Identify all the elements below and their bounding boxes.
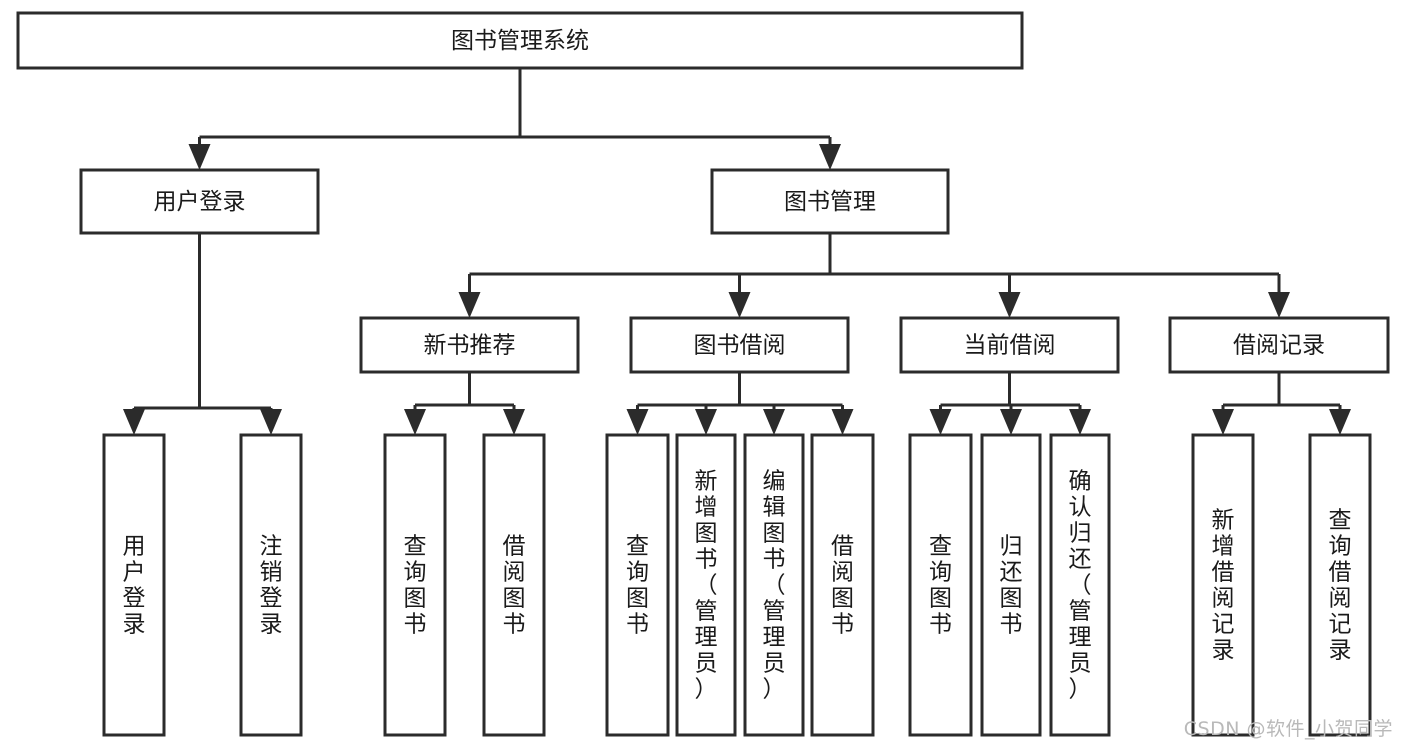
node-leaf-user-login[interactable]: 用户登录 [102,433,166,737]
node-label: 编辑图书（管理员） [763,468,786,702]
node-new-book-rec[interactable]: 新书推荐 [359,316,580,374]
node-book-manage[interactable]: 图书管理 [710,168,950,235]
arrow-head-icon [260,409,282,435]
node-box [675,433,737,737]
node-box [980,433,1042,737]
arrow-head-icon [1212,409,1234,435]
node-leaf-query-book-1[interactable]: 查询图书 [383,433,447,737]
node-leaf-query-record[interactable]: 查询借阅记录 [1308,433,1372,737]
node-label: 新增借阅记录 [1212,507,1235,663]
node-borrow-record[interactable]: 借阅记录 [1168,316,1390,374]
arrow-head-icon [1000,409,1022,435]
node-label: 用户登录 [154,189,246,215]
node-box [16,11,1024,70]
arrow-head-icon [188,144,211,170]
node-label: 借阅记录 [1233,333,1325,359]
node-label: 查询图书 [404,533,427,637]
node-label: 查询图书 [929,533,952,637]
node-label: 图书管理系统 [451,28,589,54]
node-leaf-borrow-book-2[interactable]: 借阅图书 [810,433,875,737]
node-label: 图书管理 [784,189,876,215]
arrow-head-icon [1329,409,1351,435]
node-label: 新书推荐 [424,333,516,359]
arrow-head-icon [503,409,525,435]
arrow-head-icon [123,409,145,435]
node-label: 用户登录 [123,533,146,637]
node-box [710,168,950,235]
arrow-head-icon [404,409,426,435]
node-leaf-return-book[interactable]: 归还图书 [980,433,1042,737]
node-box [1308,433,1372,737]
arrow-head-icon [998,292,1021,318]
node-box [383,433,447,737]
node-leaf-add-record[interactable]: 新增借阅记录 [1191,433,1255,737]
node-leaf-add-book[interactable]: 新增图书（管理员） [675,433,737,737]
node-box [1191,433,1255,737]
node-leaf-edit-book[interactable]: 编辑图书（管理员） [743,433,805,737]
node-user-login[interactable]: 用户登录 [79,168,320,235]
node-leaf-logout[interactable]: 注销登录 [239,433,303,737]
arrow-head-icon [626,409,649,435]
node-box [239,433,303,737]
node-box [359,316,580,374]
node-box [810,433,875,737]
node-leaf-borrow-book-1[interactable]: 借阅图书 [482,433,546,737]
node-box [1049,433,1111,737]
arrow-head-icon [1069,409,1091,435]
arrow-head-icon [728,292,751,318]
node-box [482,433,546,737]
node-current-borrow[interactable]: 当前借阅 [899,316,1120,374]
node-label: 查询借阅记录 [1329,507,1352,663]
arrow-head-icon [763,409,785,435]
arrow-head-icon [819,144,841,170]
arrow-head-icon [695,409,717,435]
node-leaf-query-book-2[interactable]: 查询图书 [605,433,670,737]
node-box [79,168,320,235]
csdn-watermark: CSDN @软件_小贺同学 [1183,718,1393,740]
node-leaf-confirm-return[interactable]: 确认归还（管理员） [1049,433,1111,737]
node-label: 查询图书 [626,533,649,637]
node-label: 确认归还（管理员） [1069,468,1092,702]
node-label: 新增图书（管理员） [695,468,718,702]
connector-layer [123,68,1351,435]
node-label: 归还图书 [1000,533,1023,637]
arrow-head-icon [929,409,952,435]
node-box [605,433,670,737]
node-box [1168,316,1390,374]
node-box [743,433,805,737]
node-book-borrow[interactable]: 图书借阅 [629,316,850,374]
node-box [899,316,1120,374]
arrow-head-icon [458,292,481,318]
node-root[interactable]: 图书管理系统 [16,11,1024,70]
node-box [629,316,850,374]
node-box [102,433,166,737]
node-label: 图书借阅 [694,333,786,359]
arrow-head-icon [831,409,854,435]
node-layer: 图书管理系统用户登录图书管理新书推荐图书借阅当前借阅借阅记录用户登录注销登录查询… [16,11,1390,737]
node-leaf-query-book-3[interactable]: 查询图书 [908,433,973,737]
node-label: 注销登录 [260,533,283,637]
node-label: 当前借阅 [964,333,1056,359]
node-label: 借阅图书 [831,533,854,637]
arrow-head-icon [1268,292,1290,318]
node-label: 借阅图书 [503,533,526,637]
node-box [908,433,973,737]
